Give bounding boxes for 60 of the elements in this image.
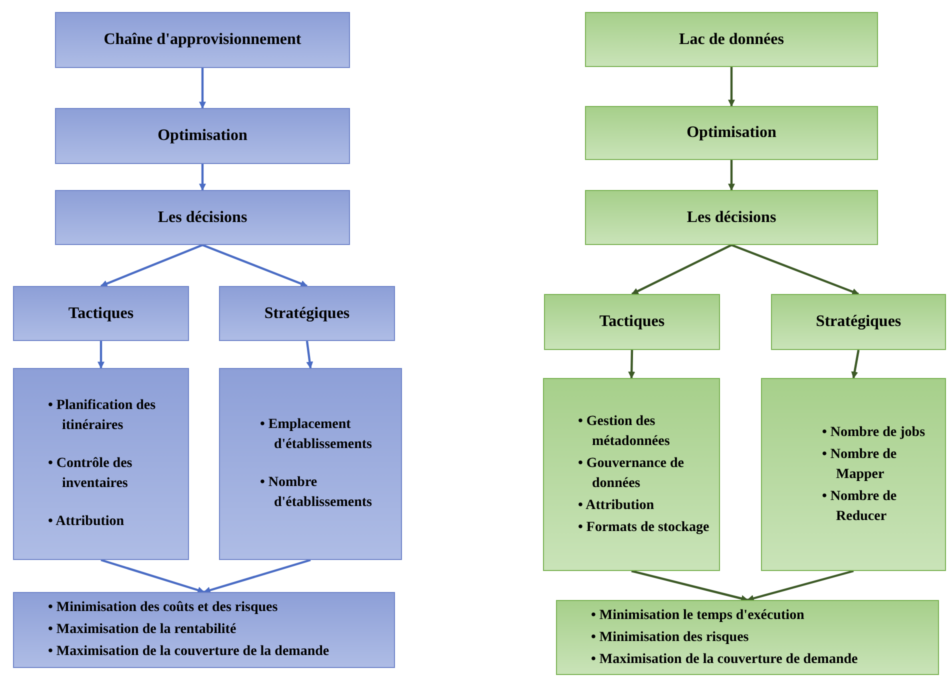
list-item: • Nombre de Mapper: [822, 446, 898, 484]
box-label: Optimisation: [686, 123, 776, 143]
list-item: • Nombre de jobs: [822, 424, 926, 442]
arrow: [746, 570, 854, 602]
list-item: • Maximisation de la rentabilité: [48, 621, 238, 639]
arrow: [728, 160, 735, 191]
arrow: [202, 244, 308, 288]
box-label: Stratégiques: [816, 312, 902, 332]
process-box: [771, 294, 946, 350]
arrow: [851, 350, 860, 379]
arrow: [631, 244, 732, 295]
list-item: • Nombre de Reducer: [822, 488, 898, 526]
arrow: [203, 558, 311, 594]
list-box: [556, 600, 939, 675]
process-box: [544, 294, 720, 350]
list-box: [13, 592, 395, 668]
box-label: Optimisation: [158, 126, 248, 146]
arrow: [731, 244, 860, 296]
list-item: • Gouvernance de données: [578, 454, 686, 492]
list-box: [13, 368, 189, 560]
arrow: [628, 350, 636, 379]
box-label: Les décisions: [158, 208, 248, 228]
process-box: [585, 190, 878, 245]
arrow: [199, 68, 206, 109]
list-box: [543, 378, 720, 571]
box-label: Les décisions: [686, 208, 776, 228]
process-box: [585, 106, 878, 160]
list-item: • Contrôle des inventaires: [48, 455, 134, 493]
list-box: [219, 368, 402, 560]
box-label: Tactiques: [68, 304, 134, 324]
box-label: Chaîne d'approvisionnement: [104, 30, 302, 50]
box-label: Tactiques: [599, 312, 665, 332]
process-box: [55, 108, 350, 164]
arrow: [100, 244, 203, 288]
process-box: [55, 190, 350, 245]
arrow: [199, 164, 206, 191]
list-item: • Planification des itinéraires: [48, 397, 157, 435]
list-item: • Minimisation des risques: [591, 628, 750, 646]
list-item: • Emplacement d'établissements: [260, 416, 373, 454]
box-label: Stratégiques: [264, 304, 350, 324]
box-label: Lac de données: [679, 30, 784, 50]
list-item: • Attribution: [578, 496, 656, 514]
process-box: [55, 12, 350, 68]
list-box: [761, 378, 946, 571]
arrow: [100, 558, 205, 594]
arrow: [98, 341, 104, 369]
arrow: [728, 67, 735, 107]
process-box: [585, 12, 878, 67]
process-box: [219, 286, 395, 341]
list-item: • Gestion des métadonnées: [578, 412, 671, 450]
list-item: • Attribution: [48, 513, 126, 531]
list-item: • Minimisation le temps d'exécution: [591, 606, 806, 624]
list-item: • Nombre d'établissements: [260, 474, 373, 512]
arrow: [631, 570, 748, 602]
list-item: • Maximisation de la couverture de demande: [591, 650, 859, 668]
process-box: [13, 286, 189, 341]
list-item: • Minimisation des coûts et des risques: [48, 599, 279, 617]
list-item: • Maximisation de la couverture de la demande: [48, 643, 330, 661]
arrow: [306, 340, 314, 369]
list-item: • Formats de stockage: [578, 518, 710, 536]
